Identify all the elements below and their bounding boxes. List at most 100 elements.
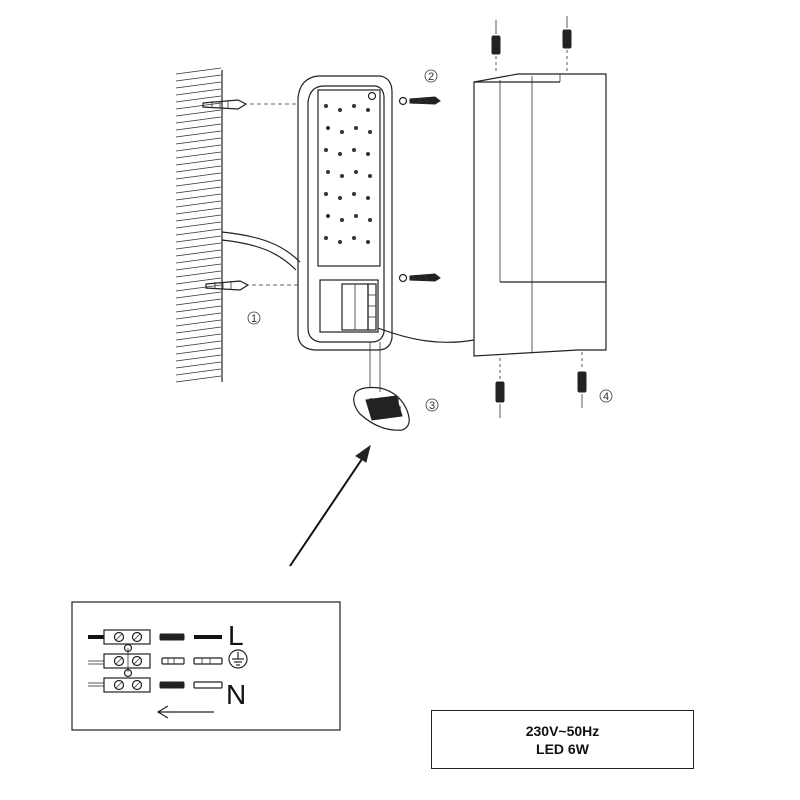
plate-hole	[338, 196, 342, 200]
svg-text:1: 1	[251, 313, 257, 325]
plate-hole	[326, 170, 330, 174]
step-label-3: 3	[425, 398, 439, 412]
plate-hole	[326, 126, 330, 130]
hatch-line	[175, 95, 222, 103]
hatch-line	[175, 200, 222, 208]
plate-hole	[354, 214, 358, 218]
lamp-housing	[473, 73, 607, 357]
svg-text:2: 2	[428, 71, 434, 83]
plate-hole	[340, 174, 344, 178]
hatch-line	[175, 256, 222, 264]
detail-pointer-arrow	[289, 444, 371, 567]
hatch-line	[175, 158, 222, 166]
plate-hole	[366, 196, 370, 200]
hatch-line	[175, 361, 222, 369]
hatch-line	[175, 319, 222, 327]
hatch-line	[175, 242, 222, 250]
hatch-line	[175, 67, 222, 75]
hatch-line	[175, 235, 222, 243]
hatch-line	[175, 179, 222, 187]
plate-hole	[354, 170, 358, 174]
hatch-line	[175, 291, 222, 299]
hatch-line	[175, 340, 222, 348]
earth-ground-icon	[228, 649, 248, 669]
live-label: L	[228, 620, 244, 651]
plate-hole	[352, 236, 356, 240]
hatch-line	[175, 368, 222, 376]
hatch-line	[175, 333, 222, 341]
plate-terminal-strip	[367, 283, 377, 331]
wall-cable	[221, 231, 301, 263]
housing-screw-top-left	[491, 20, 501, 74]
hatch-line	[175, 116, 222, 124]
hatch-line	[175, 81, 222, 89]
plate-hole	[324, 236, 328, 240]
spec-voltage: 230V~50Hz	[525, 722, 600, 739]
hatch-line	[175, 347, 222, 355]
wire-strand-live-left	[159, 633, 185, 641]
plate-hole	[366, 108, 370, 112]
plate-hole	[326, 214, 330, 218]
svg-text:4: 4	[603, 391, 609, 403]
plate-hole	[324, 104, 328, 108]
terminal-detail-bubble	[353, 342, 410, 431]
screw-bottom	[398, 273, 441, 283]
plate-holes	[324, 104, 372, 244]
hatch-line	[175, 165, 222, 173]
hatch-line	[175, 305, 222, 313]
terminal-row-earth	[88, 643, 223, 678]
hatch-line	[175, 102, 222, 110]
hatch-line	[175, 88, 222, 96]
plate-hole	[366, 240, 370, 244]
mounting-plate	[297, 75, 393, 351]
spec-box: 230V~50Hz LED 6W	[431, 710, 694, 769]
plate-hole	[352, 104, 356, 108]
hatch-line	[175, 228, 222, 236]
terminal-row-live	[88, 629, 222, 645]
housing-screw-top-right	[562, 16, 572, 72]
terminal-row-neutral	[88, 677, 223, 693]
plate-hole	[352, 148, 356, 152]
hatch-line	[175, 277, 222, 285]
hatch-line	[175, 137, 222, 145]
housing-screw-bottom-right	[577, 352, 587, 408]
step-label-1: 1	[247, 311, 261, 325]
plate-screw-hole-top	[367, 91, 377, 101]
hatch-line	[175, 214, 222, 222]
hatch-line	[175, 284, 222, 292]
hatch-line	[175, 263, 222, 271]
hatch-line	[175, 123, 222, 131]
hatch-line	[175, 298, 222, 306]
wiring-detail-box: L N	[71, 601, 341, 731]
plate-hole	[354, 126, 358, 130]
insert-direction-arrow	[156, 705, 214, 719]
plate-hole	[338, 240, 342, 244]
plate-hole	[352, 192, 356, 196]
wall-cable-lower	[221, 239, 297, 271]
hatch-line	[175, 354, 222, 362]
hatch-line	[175, 74, 222, 82]
plate-hole	[338, 152, 342, 156]
hatch-line	[175, 109, 222, 117]
hatch-line	[175, 172, 222, 180]
svg-text:3: 3	[429, 400, 435, 412]
hatch-line	[175, 312, 222, 320]
plate-hole	[368, 218, 372, 222]
neutral-label: N	[226, 679, 246, 710]
step-label-2: 2	[424, 69, 438, 83]
hatch-line	[175, 186, 222, 194]
plate-hole	[366, 152, 370, 156]
spec-power: LED 6W	[536, 740, 589, 757]
plate-hole	[340, 130, 344, 134]
plate-hole	[324, 148, 328, 152]
lamp-cable	[377, 327, 475, 343]
hatch-line	[175, 326, 222, 334]
plate-hole	[368, 174, 372, 178]
hatch-line	[175, 130, 222, 138]
plate-hole	[324, 192, 328, 196]
wall-hatching	[175, 67, 222, 383]
screw-top	[398, 96, 441, 106]
housing-screw-bottom-left	[495, 358, 505, 418]
plate-hole	[338, 108, 342, 112]
